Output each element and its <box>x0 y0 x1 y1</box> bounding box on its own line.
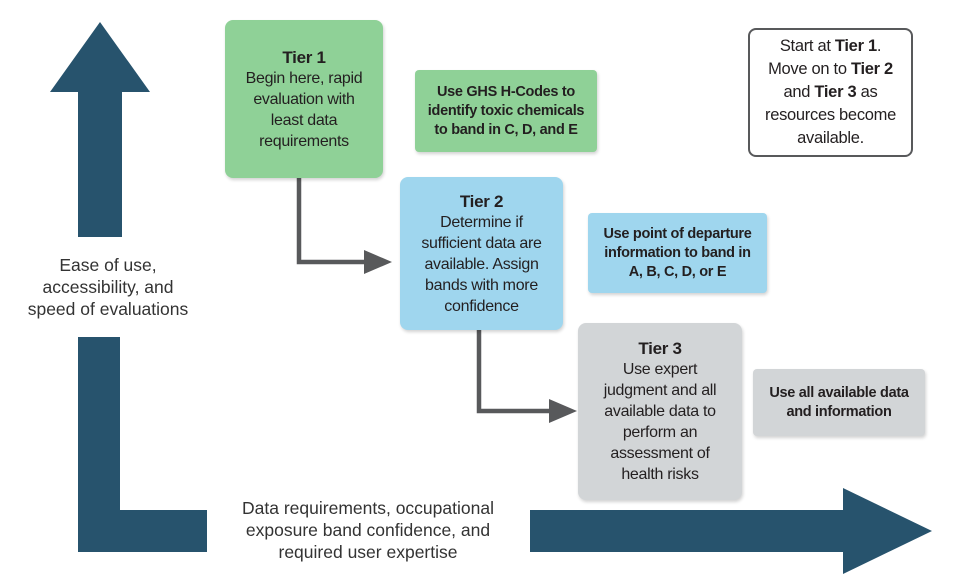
tier1-body: Begin here, rapid evaluation with least … <box>245 69 363 150</box>
connector-tier1-to-tier2-arrowhead <box>364 250 392 274</box>
connector-tier2-to-tier3 <box>476 330 551 414</box>
axis-corner-l-segment <box>78 337 207 552</box>
horizontal-axis-label: Data requirements, occupational exposure… <box>242 498 494 562</box>
tier2-title: Tier 2 <box>459 191 504 211</box>
tier2-note-box: Use point of departure information to ba… <box>588 213 767 293</box>
connector-tier2-to-tier3-arrowhead <box>549 399 577 423</box>
tier2-body: Determine if sufficient data are availab… <box>421 213 542 315</box>
tier1-box: Tier 1 Begin here, rapid evaluation with… <box>225 20 383 178</box>
tier3-box: Tier 3 Use expert judgment and all avail… <box>578 323 742 500</box>
vertical-axis-up-arrow <box>50 22 150 237</box>
connector-tier1-to-tier2 <box>296 178 366 265</box>
tier1-title: Tier 1 <box>282 47 326 67</box>
horizontal-axis-bar <box>530 510 843 552</box>
tier3-body: Use expert judgment and all available da… <box>603 361 717 483</box>
tier2-box: Tier 2 Determine if sufficient data are … <box>400 177 563 330</box>
tier3-note-box: Use all available data and information <box>753 369 925 436</box>
tier3-title: Tier 3 <box>638 339 682 358</box>
vertical-axis-label: Ease of use, accessibility, and speed of… <box>27 255 189 319</box>
horizontal-axis-arrowhead <box>843 488 932 574</box>
tier1-note-box: Use GHS H-Codes to identify toxic chemic… <box>415 70 597 152</box>
